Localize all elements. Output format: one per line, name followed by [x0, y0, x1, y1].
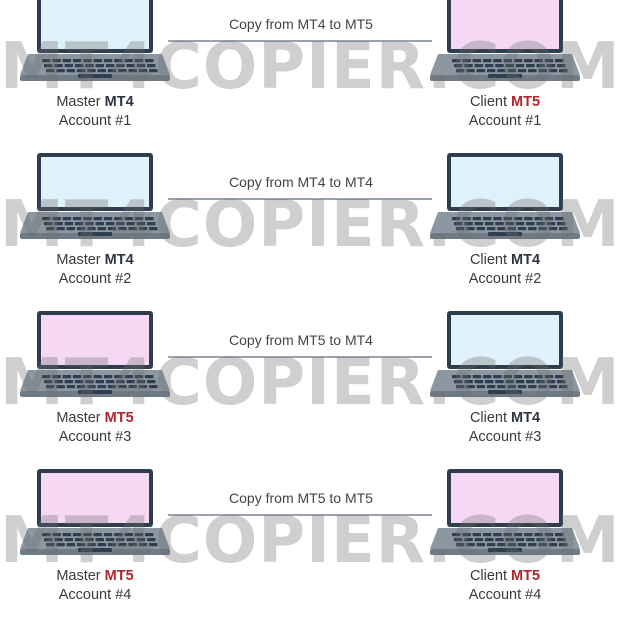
master-label: Master MT4 Account #1 [20, 93, 170, 131]
master-prefix: Master [56, 252, 101, 268]
client-account: Account #3 [468, 429, 542, 445]
master-account: Account #3 [58, 429, 132, 445]
connector-line [168, 514, 432, 516]
master-label: Master MT4 Account #2 [20, 251, 170, 289]
client-platform: MT5 [511, 94, 541, 110]
master-label: Master MT5 Account #4 [20, 567, 170, 605]
client-prefix: Client [469, 94, 508, 110]
copy-row-3: Copy from MT5 to MT4 Master MT5 Account … [0, 311, 600, 469]
connector-line [168, 40, 432, 42]
master-account: Account #1 [58, 113, 132, 129]
client-label: Client MT5 Account #1 [430, 93, 580, 131]
client-account: Account #4 [468, 587, 542, 603]
copy-row-4: Copy from MT5 to MT5 Master MT5 Account … [0, 469, 600, 627]
copy-direction-label: Copy from MT4 to MT5 [229, 16, 373, 32]
client-prefix: Client [469, 568, 508, 584]
client-label: Client MT5 Account #4 [430, 567, 580, 605]
copy-direction-label: Copy from MT4 to MT4 [229, 174, 373, 190]
connector-line [168, 198, 432, 200]
laptop-icon-client [430, 311, 580, 401]
client-platform: MT4 [511, 410, 541, 426]
copy-direction-label: Copy from MT5 to MT4 [229, 332, 373, 348]
laptop-icon-master [20, 153, 170, 243]
laptop-icon-master [20, 311, 170, 401]
client-account: Account #2 [468, 271, 542, 287]
copy-row-1: Copy from MT4 to MT5 Master MT4 Account … [0, 0, 600, 153]
connector-line [168, 356, 432, 358]
client-label: Client MT4 Account #3 [430, 409, 580, 447]
master-platform: MT5 [104, 568, 134, 584]
master-platform: MT4 [104, 252, 134, 268]
laptop-icon-master [20, 0, 170, 85]
laptop-icon-client [430, 153, 580, 243]
laptop-icon-client [430, 0, 580, 85]
master-prefix: Master [56, 568, 101, 584]
master-prefix: Master [56, 94, 101, 110]
laptop-icon-client [430, 469, 580, 559]
copy-direction-label: Copy from MT5 to MT5 [229, 490, 373, 506]
master-prefix: Master [56, 410, 101, 426]
client-platform: MT5 [511, 568, 541, 584]
master-account: Account #2 [58, 271, 132, 287]
client-label: Client MT4 Account #2 [430, 251, 580, 289]
master-platform: MT4 [104, 94, 134, 110]
client-prefix: Client [469, 252, 508, 268]
master-platform: MT5 [104, 410, 134, 426]
client-platform: MT4 [511, 252, 541, 268]
master-account: Account #4 [58, 587, 132, 603]
laptop-icon-master [20, 469, 170, 559]
client-account: Account #1 [468, 113, 542, 129]
client-prefix: Client [469, 410, 508, 426]
copy-row-2: Copy from MT4 to MT4 Master MT4 Account … [0, 153, 600, 311]
master-label: Master MT5 Account #3 [20, 409, 170, 447]
